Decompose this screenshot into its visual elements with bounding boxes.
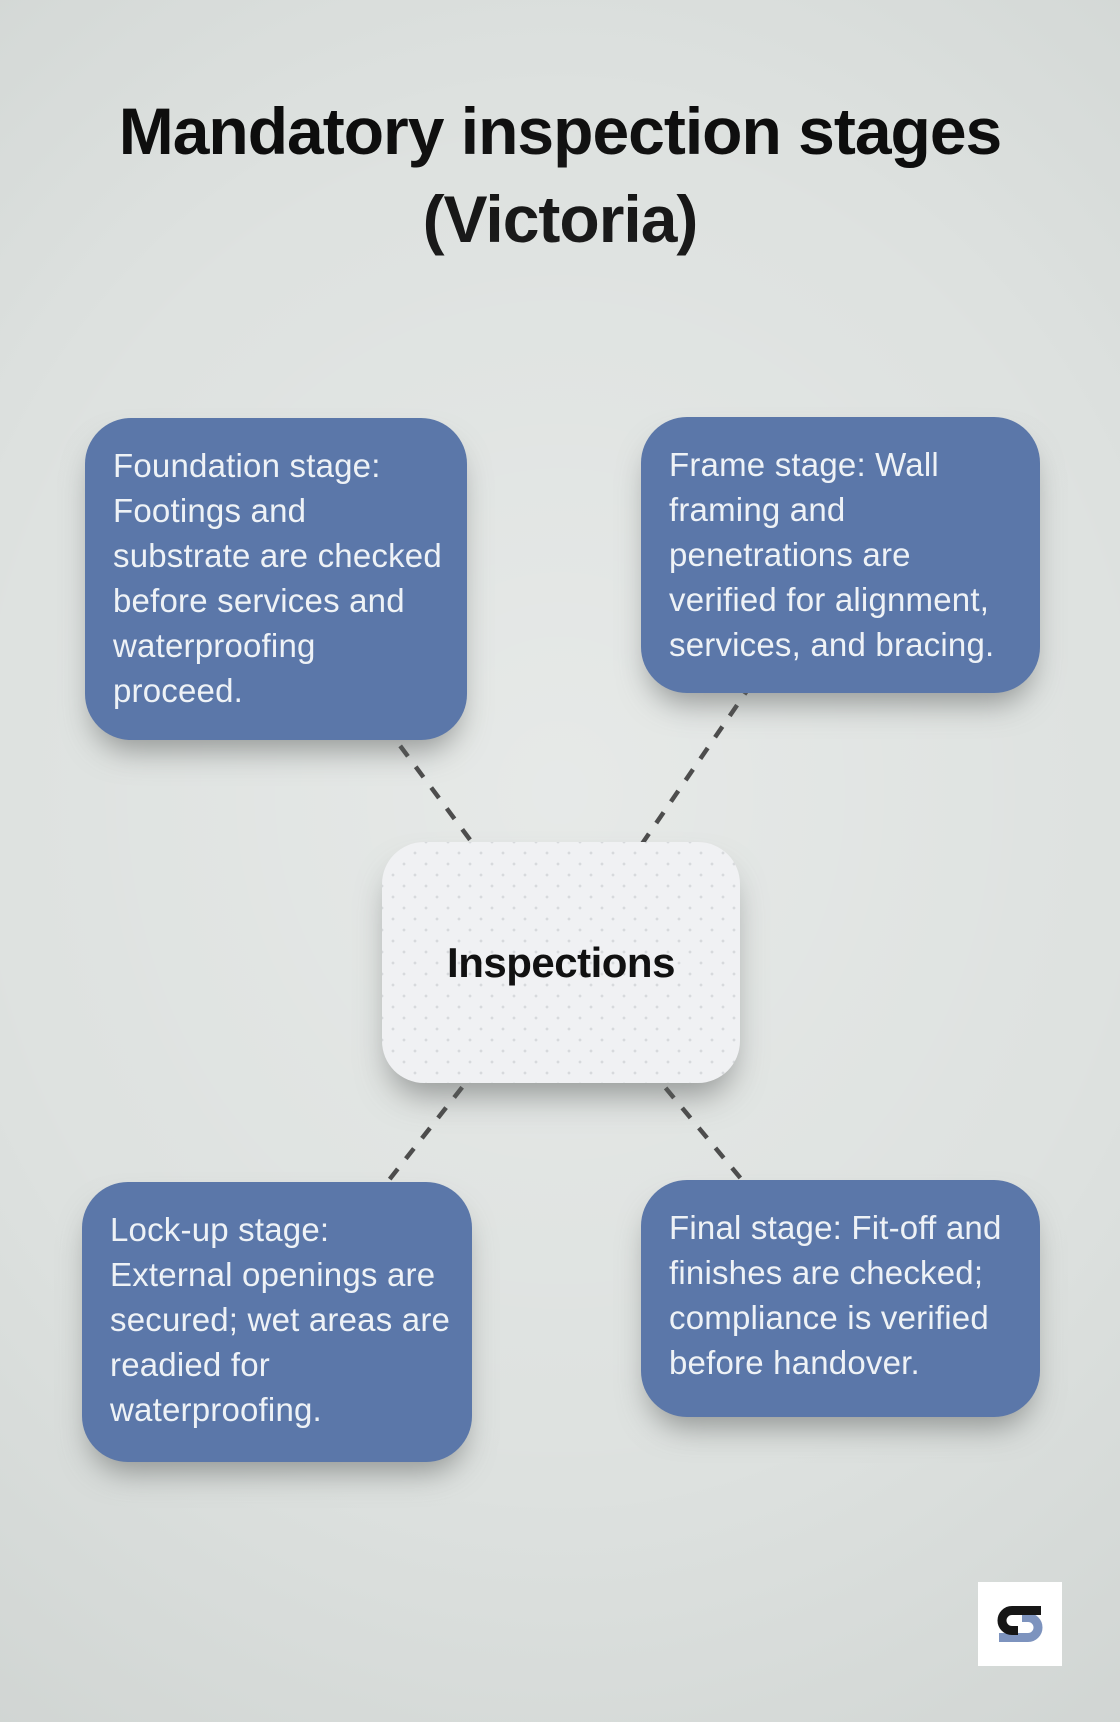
stage-text-line: framing and	[669, 491, 846, 528]
page-title: Mandatory inspection stages (Victoria)	[0, 88, 1120, 264]
title-line-1: Mandatory inspection stages	[118, 94, 1003, 168]
s-monogram-icon	[997, 1606, 1043, 1642]
stage-text-line: verified for alignment,	[669, 581, 990, 618]
stage-text-line: Foundation stage:	[113, 447, 381, 484]
stage-text-line: finishes are checked;	[669, 1254, 984, 1291]
stage-text-line: services, and bracing.	[669, 626, 995, 663]
center-node-label: Inspections	[447, 938, 675, 986]
stage-text-line: proceed.	[113, 672, 244, 709]
title-line-2: (Victoria)	[422, 181, 699, 256]
logo-tile	[978, 1582, 1062, 1666]
stage-text-line: External openings are	[110, 1256, 436, 1293]
stage-text-line: waterproofing	[113, 627, 316, 664]
stage-text-line: Frame stage: Wall	[669, 446, 939, 483]
stage-text-line: Final stage: Fit-off and	[669, 1209, 1002, 1246]
stage-text-line: before handover.	[669, 1344, 920, 1381]
stage-text-line: secured; wet areas are	[110, 1301, 451, 1338]
stage-text-line: compliance is verified	[669, 1299, 989, 1336]
stage-box-lockup: Lock-up stage: External openings are sec…	[82, 1182, 472, 1462]
stage-text-line: penetrations are	[669, 536, 911, 573]
stage-box-final: Final stage: Fit-off and finishes are ch…	[641, 1180, 1040, 1417]
stage-text-line: substrate are checked	[113, 537, 442, 574]
stage-text-line: waterproofing.	[110, 1391, 322, 1428]
stage-text-line: before services and	[113, 582, 405, 619]
stage-box-frame: Frame stage: Wall framing and penetratio…	[641, 417, 1040, 693]
stage-text-line: readied for	[110, 1346, 270, 1383]
stage-text-line: Footings and	[113, 492, 307, 529]
stage-box-foundation: Foundation stage: Footings and substrate…	[85, 418, 467, 740]
stage-text-line: Lock-up stage:	[110, 1211, 330, 1248]
connector-final	[559, 960, 842, 1300]
center-node-inspections: Inspections	[382, 842, 740, 1083]
